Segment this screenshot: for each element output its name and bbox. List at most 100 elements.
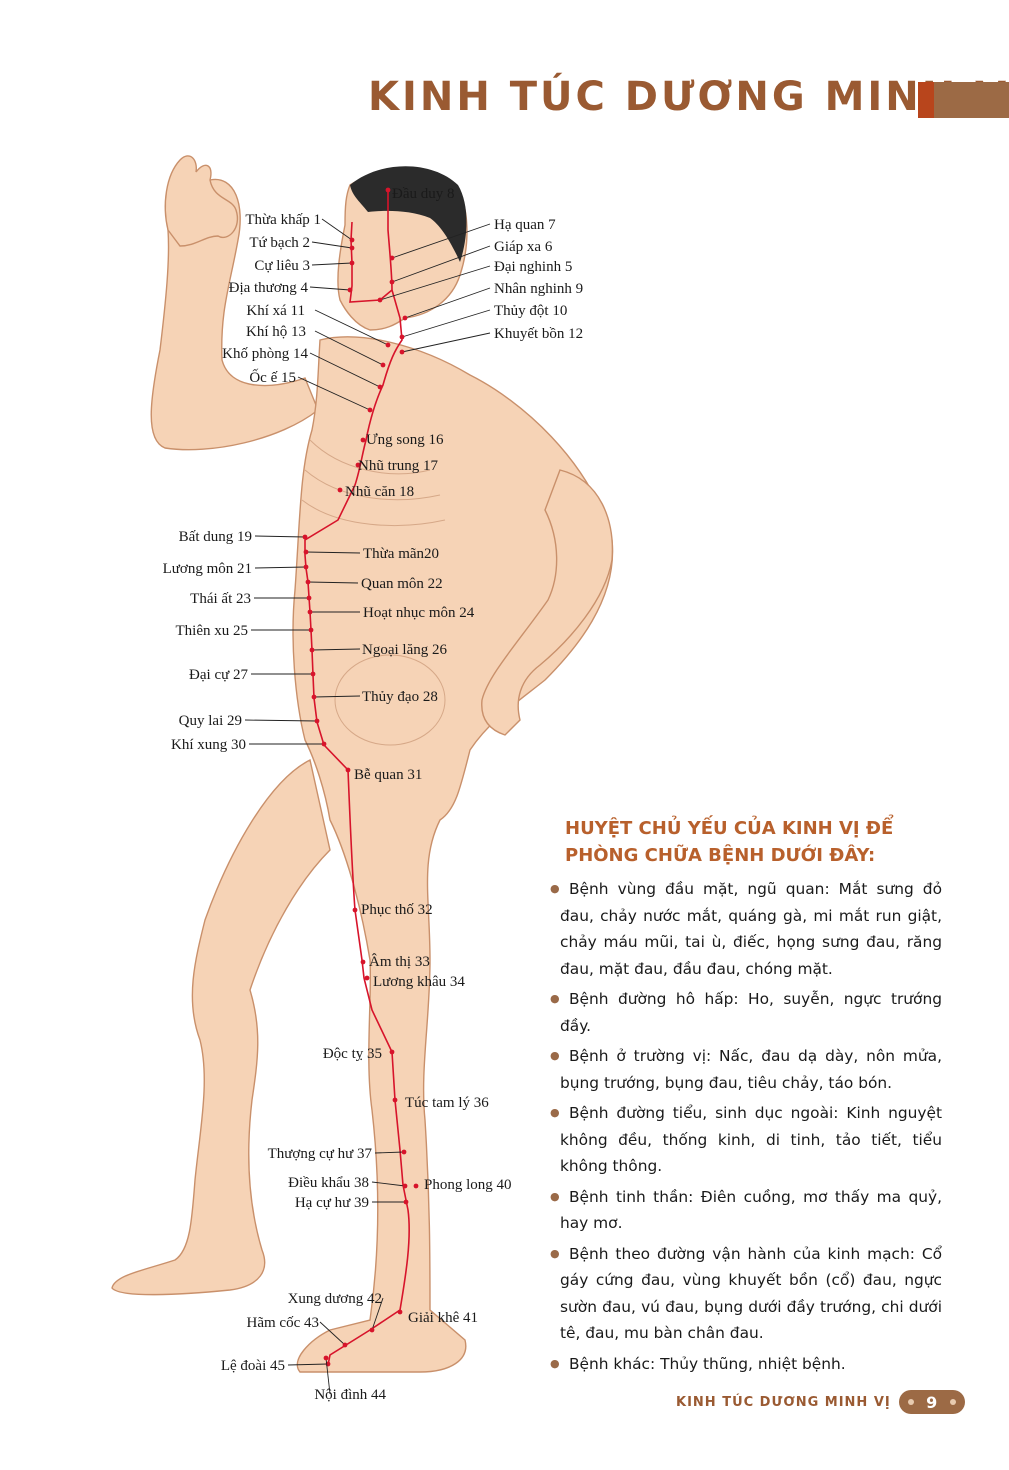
list-item-text: Bệnh ở trường vị: Nấc, đau dạ dày, nôn m… [560,1047,942,1092]
acupoint-label: Phục thố 32 [361,902,433,918]
leader-line [314,330,384,366]
acupoint-label: Thượng cự hư 37 [268,1146,373,1162]
acupoint-dot [309,647,315,653]
acupoint-dot [303,564,309,570]
acupoint-dot [369,1327,375,1333]
acupoint-dot [399,349,405,355]
acupoint-dot [360,959,366,965]
leader-line [244,719,318,722]
acupoint-label: Khí hộ 13 [246,324,306,340]
acupoint-dot [342,1342,348,1348]
acupoint-dot [345,767,351,773]
acupoint-dot [310,671,316,677]
acupoint-dot [349,260,355,266]
leader-line [321,218,353,241]
badge-dot [949,1399,956,1405]
acupoint-dot [347,287,353,293]
acupoint-label: Khố phòng 14 [222,346,308,362]
acupoint-dot [306,595,312,601]
acupoint-dot [380,362,386,368]
acupoint-label: Nhũ trung 17 [358,458,438,474]
acupoint-label: Bất dung 19 [179,529,252,545]
acupoint-label: Ưng song 16 [366,432,444,448]
acupoint-dot [352,907,358,913]
list-item-text: Bệnh vùng đầu mặt, ngũ quan: Mắt sưng đỏ… [560,880,942,978]
acupoint-label: Thủy đột 10 [494,303,567,319]
list-item: Bệnh tinh thần: Điên cuồng, mơ thấy ma q… [550,1184,942,1237]
leader-line [374,1151,405,1154]
acupoint-label: Tứ bạch 2 [249,235,310,251]
acupoint-dot [360,437,366,443]
section-title: HUYỆT CHỦ YẾU CỦA KINH VỊ ĐỂ PHÒNG CHỮA … [565,815,985,869]
list-item: Bệnh ở trường vị: Nấc, đau dạ dày, nôn m… [550,1043,942,1096]
leader-line [305,551,361,554]
acupoint-label: Đại nghinh 5 [494,259,572,275]
acupoint-dot [314,718,320,724]
acupoint-dot [389,255,395,261]
acupoint-label: Quy lai 29 [179,713,242,729]
section-title-line-2: PHÒNG CHỮA BỆNH DƯỚI ĐÂY: [565,845,876,866]
acupoint-dot [364,975,370,981]
leader-line [391,223,491,259]
leader-line [254,566,307,569]
page-footer: KINH TÚC DƯƠNG MINH VỊ 9 [676,1390,965,1414]
acupoint-dot [399,334,405,340]
page-number: 9 [926,1392,938,1412]
acupoint-label: Khuyết bồn 12 [494,326,583,342]
list-item: Bệnh khác: Thủy thũng, nhiệt bệnh. [550,1351,942,1378]
acupoint-label: Hoạt nhục môn 24 [363,605,475,621]
indication-list: Bệnh vùng đầu mặt, ngũ quan: Mắt sưng đỏ… [550,876,942,1381]
acupoint-label: Đầu duy 8 [392,186,455,202]
acupoint-dot [308,627,314,633]
acupoint-label: Độc tỵ 35 [323,1046,382,1062]
title-decor-bar [918,82,1009,118]
acupoint-label: Thiên xu 25 [176,623,249,639]
leader-line [254,535,306,538]
list-item: Bệnh vùng đầu mặt, ngũ quan: Mắt sưng đỏ… [550,876,942,982]
acupoint-label: Ngoại lăng 26 [362,642,447,658]
acupoint-label: Giải khê 41 [408,1310,478,1326]
acupoint-dot [305,579,311,585]
acupoint-label: Quan môn 22 [361,576,443,592]
footer-title: KINH TÚC DƯƠNG MINH VỊ [676,1394,891,1410]
acupoint-label: Thừa mãn20 [363,546,439,562]
leader-line [404,287,491,319]
acupoint-dot [311,694,317,700]
acupoint-dot [349,237,355,243]
page-number-badge: 9 [898,1390,965,1414]
acupoint-label: Thừa khấp 1 [245,212,321,228]
acupoint-label: Thái ất 23 [190,591,251,607]
acupoint-dot [402,1183,408,1189]
ribcage-outline [301,439,446,746]
acupoint-label: Xung dương 42 [288,1291,382,1307]
acupoint-dot [413,1183,419,1189]
list-item-text: Bệnh khác: Thủy thũng, nhiệt bệnh. [569,1354,846,1373]
acupoint-dot [323,1355,329,1361]
acupoint-label: Lương khâu 34 [373,974,465,990]
acupoint-dot [303,549,309,555]
acupoint-dot [349,245,355,251]
acupoint-dot [302,534,308,540]
acupoint-dot [377,384,383,390]
leader-line [297,376,371,411]
acupoint-label: Ốc ế 15 [249,368,296,386]
acupoint-label: Túc tam lý 36 [405,1095,489,1111]
leader-line [311,648,361,651]
acupoint-label: Bễ quan 31 [354,767,422,783]
leader-line [314,309,389,346]
acupoint-label: Cự liêu 3 [254,258,310,274]
leader-line [371,1181,406,1187]
acupoint-dot [403,1199,409,1205]
acupoint-label: Hạ cự hư 39 [295,1195,369,1211]
section-title-line-1: HUYỆT CHỦ YẾU CỦA KINH VỊ ĐỂ [565,818,894,839]
leader-line [287,1363,329,1366]
acupoint-label: Hạ quan 7 [494,217,556,233]
acupoint-label: Nội đình 44 [314,1387,386,1403]
list-item-text: Bệnh đường hô hấp: Ho, suyễn, ngực trướn… [560,990,942,1035]
list-item-text: Bệnh tinh thần: Điên cuồng, mơ thấy ma q… [560,1187,942,1233]
acupoint-dot [337,487,343,493]
leader-line [401,332,491,353]
acupoint-label: Điều khẩu 38 [288,1175,369,1191]
leader-line [325,1357,331,1395]
